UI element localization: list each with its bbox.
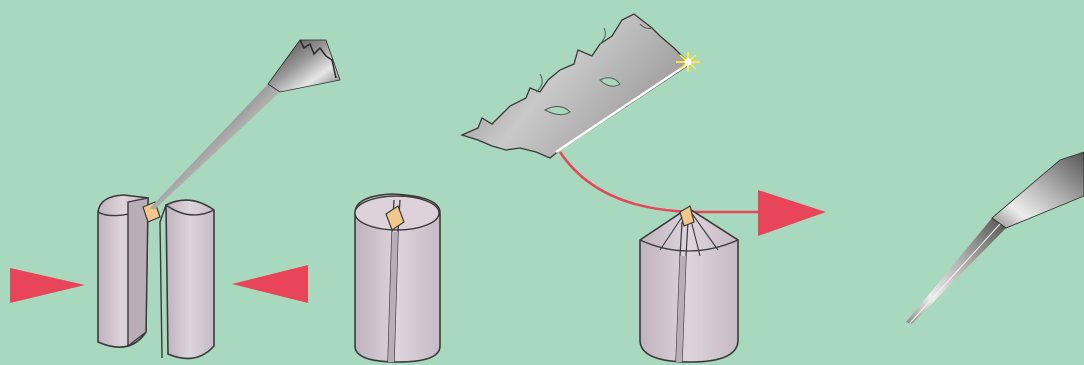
step-1-split-cylinder — [10, 40, 340, 359]
tweezers-icon — [150, 40, 340, 210]
step-4-tweezers — [906, 152, 1084, 324]
split-cylinder-right-half — [160, 200, 214, 358]
razor-blade-icon — [462, 14, 690, 158]
split-cylinder-left-half — [98, 195, 148, 347]
tweezers-icon — [906, 152, 1084, 324]
step-3-blade-trim — [462, 14, 826, 362]
press-arrow-right-icon — [232, 265, 308, 303]
press-arrow-left-icon — [10, 268, 85, 303]
step-2-clamped-cylinder — [355, 194, 440, 362]
pointed-cylinder-icon — [640, 208, 738, 362]
